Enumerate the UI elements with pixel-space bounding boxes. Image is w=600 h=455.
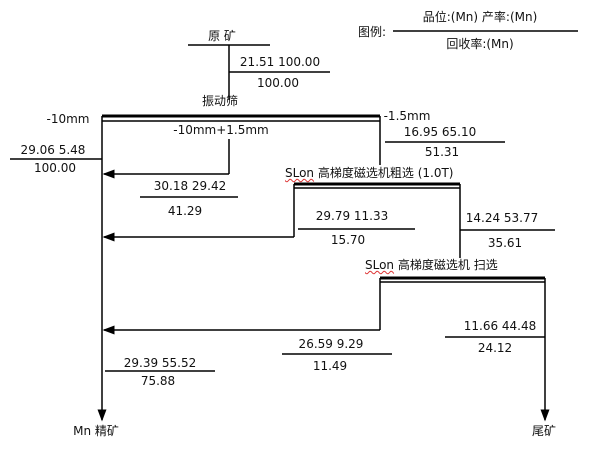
scavenger-tail-grade-yield: 11.66 44.48 xyxy=(463,319,537,333)
rougher-conc-recovery: 15.70 xyxy=(330,233,366,247)
rougher-tail-recovery: 35.61 xyxy=(487,236,523,250)
fine-grade-yield: 16.95 65.10 xyxy=(403,125,477,139)
middle-size: -10mm+1.5mm xyxy=(173,123,269,137)
fine-recovery: 51.31 xyxy=(424,145,460,159)
fine-size: -1.5mm xyxy=(383,109,431,123)
legend-label: 图例: xyxy=(357,25,387,39)
scavenger-tail-recovery: 24.12 xyxy=(477,341,513,355)
rougher-tail-grade-yield: 14.24 53.77 xyxy=(465,211,539,225)
scavenger-title: SLon 高梯度磁选机 扫选 xyxy=(365,258,498,272)
feed-recovery: 100.00 xyxy=(257,76,299,90)
final-conc-recovery: 75.88 xyxy=(140,374,176,388)
screen-label: 振动筛 xyxy=(201,94,239,108)
coarse-size: -10mm xyxy=(46,112,90,126)
feed-label: 原 矿 xyxy=(208,29,236,43)
scavenger-conc-recovery: 11.49 xyxy=(312,359,348,373)
rougher-title: SLon 高梯度磁选机粗选 (1.0T) xyxy=(285,166,454,180)
middle-grade-yield: 30.18 29.42 xyxy=(153,179,227,193)
coarse-grade-yield: 29.06 5.48 xyxy=(20,143,86,157)
scavenger-conc-grade-yield: 26.59 9.29 xyxy=(298,337,364,351)
middle-recovery: 41.29 xyxy=(167,204,203,218)
tailings-label: 尾矿 xyxy=(531,424,557,438)
feed-grade-yield: 21.51 100.00 xyxy=(239,55,321,69)
rougher-conc-grade-yield: 29.79 11.33 xyxy=(315,209,389,223)
final-conc-label: Mn 精矿 xyxy=(73,424,119,438)
final-conc-grade-yield: 29.39 55.52 xyxy=(123,356,197,370)
legend-bottom: 回收率:(Mn) xyxy=(446,37,514,51)
legend-top: 品位:(Mn) 产率:(Mn) xyxy=(422,10,538,24)
coarse-recovery: 100.00 xyxy=(34,161,76,175)
